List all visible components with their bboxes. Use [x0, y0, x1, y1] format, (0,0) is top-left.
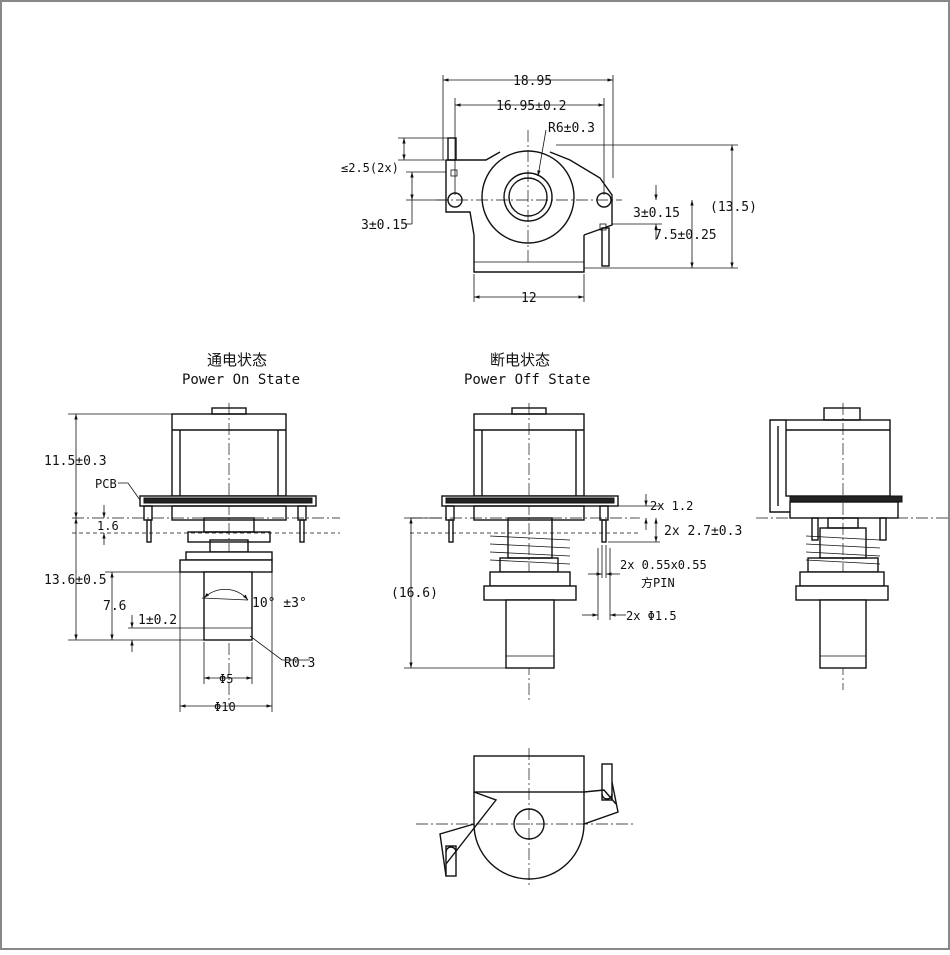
on-dim-136: 13.6±0.5	[44, 573, 107, 588]
on-dim-angle: 10° ±3°	[252, 596, 307, 611]
off-dim-166: (16.6)	[391, 586, 438, 601]
power-on-view: 通电状态 Power On State 11.5±0.3 PCB	[44, 351, 340, 714]
on-pcb-label: PCB	[95, 477, 117, 491]
off-dim-phi15: 2x Φ1.5	[626, 609, 677, 623]
on-dim-1: 1±0.2	[138, 613, 177, 628]
power-on-title-en: Power On State	[182, 372, 300, 388]
on-dim-r03: R0.3	[284, 656, 315, 671]
bottom-view	[416, 748, 636, 888]
power-off-title-cn: 断电状态	[490, 351, 550, 369]
power-off-title-en: Power Off State	[464, 372, 590, 388]
top-dim-3-right: 3±0.15	[633, 206, 680, 221]
on-dim-phi10: Φ10	[214, 700, 236, 714]
top-dim-12: 12	[521, 291, 537, 306]
top-dim-1695: 16.95±0.2	[496, 99, 566, 114]
top-dim-1895: 18.95	[513, 74, 552, 89]
top-view: 18.95 16.95±0.2 R6±0.3 ≤2.5(2x) 3±0.15 3…	[341, 74, 757, 306]
on-dim-phi5: Φ5	[219, 672, 233, 686]
top-dim-135: (13.5)	[710, 200, 757, 215]
off-dim-pin: 2x 0.55x0.55	[620, 558, 707, 572]
on-dim-76: 7.6	[103, 599, 126, 614]
top-dim-3-left: 3±0.15	[361, 218, 408, 233]
top-dim-25: ≤2.5(2x)	[341, 161, 399, 175]
side-view	[756, 403, 948, 690]
power-on-title-cn: 通电状态	[207, 351, 267, 369]
top-dim-75: 7.5±0.25	[654, 228, 717, 243]
off-dim-12: 2x 1.2	[650, 499, 693, 513]
off-dim-pin-cn: 方PIN	[641, 575, 675, 590]
off-dim-27: 2x 2.7±0.3	[664, 524, 742, 539]
power-off-view: 断电状态 Power Off State (16.6) 2x 1.2	[391, 351, 742, 700]
on-dim-16: 1.6	[97, 519, 119, 533]
on-dim-115: 11.5±0.3	[44, 454, 107, 469]
top-dim-r6: R6±0.3	[548, 121, 595, 136]
